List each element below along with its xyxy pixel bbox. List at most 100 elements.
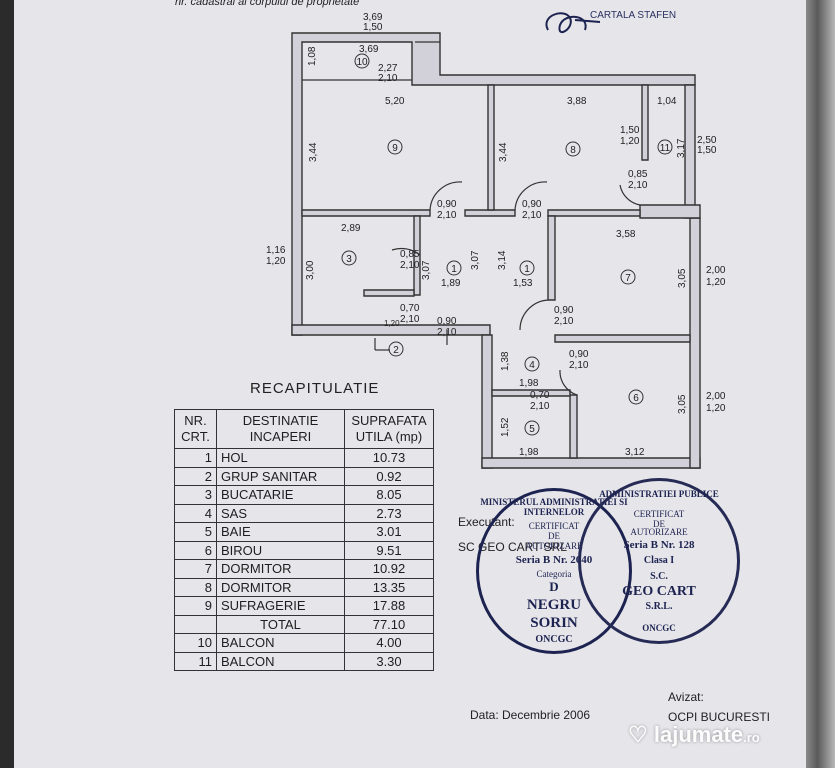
total-area: 77.10 bbox=[344, 614, 434, 634]
total-label: TOTAL bbox=[216, 614, 345, 634]
row-area: 10.92 bbox=[344, 559, 434, 579]
dim-label: 3,44 bbox=[308, 142, 319, 162]
dim-label: 3,07 bbox=[470, 250, 481, 270]
dim-label: 2,89 bbox=[341, 223, 361, 234]
row-area: 4.00 bbox=[344, 633, 434, 653]
recap-title: RECAPITULATIE bbox=[250, 380, 380, 397]
dim-label: 2,10 bbox=[437, 327, 457, 338]
dim-label: 1,20 bbox=[706, 403, 726, 414]
row-area: 17.88 bbox=[344, 596, 434, 616]
stamp-serial: Seria B Nr. 2640 bbox=[515, 554, 593, 566]
dim-label: 3,12 bbox=[625, 447, 645, 458]
document-date: Data: Decembrie 2006 bbox=[470, 708, 591, 722]
row-name: HOL bbox=[216, 448, 345, 468]
stamp-text: CERTIFICAT bbox=[528, 521, 580, 531]
header-text: nr. cadastral al corpului de proprietate bbox=[175, 0, 360, 8]
stamp-text: DE bbox=[653, 519, 665, 529]
room-label-9: 9 bbox=[392, 143, 398, 154]
dim-label: 0,85 bbox=[628, 169, 648, 180]
row-nr: 9 bbox=[174, 596, 217, 616]
row-name: BALCON bbox=[216, 633, 345, 653]
ocpi-label: OCPI BUCURESTI bbox=[668, 710, 771, 724]
stamp-text: ONCGC bbox=[642, 623, 676, 633]
dim-label: 0,70 bbox=[400, 303, 420, 314]
dim-label: 0,90 bbox=[554, 305, 574, 316]
dim-label: 5,20 bbox=[385, 96, 405, 107]
dim-label: 2,00 bbox=[706, 391, 726, 402]
dim-label: 2,10 bbox=[628, 180, 648, 191]
room-label-11: 11 bbox=[660, 143, 671, 154]
row-name: SAS bbox=[216, 503, 345, 523]
stamp-text: DE bbox=[548, 531, 560, 541]
row-area: 13.35 bbox=[344, 577, 434, 597]
total-nr-cell bbox=[174, 614, 217, 634]
row-nr: 3 bbox=[174, 485, 217, 505]
dim-label: 2,10 bbox=[554, 316, 574, 327]
dim-label: 2,10 bbox=[437, 210, 457, 221]
dim-label: 3,00 bbox=[305, 260, 316, 280]
dim-label: 1,98 bbox=[519, 447, 539, 458]
watermark-brand: lajumate bbox=[653, 722, 744, 747]
dim-label: 3,07 bbox=[421, 260, 432, 280]
stamp-company: GEO CART bbox=[622, 584, 696, 599]
stamp-text: Categoria bbox=[536, 569, 572, 579]
room-label-4: 4 bbox=[529, 360, 535, 371]
avizat-label: Avizat: bbox=[668, 690, 704, 704]
stamp-ring-text: MINISTERUL ADMINISTRATIEI SI INTERNELOR bbox=[480, 497, 628, 517]
row-nr: 8 bbox=[174, 577, 217, 597]
dim-label: 2,10 bbox=[569, 360, 589, 371]
dim-label: 1,08 bbox=[307, 46, 318, 66]
row-nr: 2 bbox=[174, 466, 217, 486]
room-label-2: 2 bbox=[393, 345, 399, 356]
row-name: GRUP SANITAR bbox=[216, 466, 345, 486]
row-area: 2.73 bbox=[344, 503, 434, 523]
dim-label: 3,17 bbox=[676, 138, 687, 158]
row-nr: 6 bbox=[174, 540, 217, 560]
watermark-tld: .ro bbox=[743, 730, 760, 745]
stamp-text: S.R.L. bbox=[645, 601, 673, 612]
dim-label: 1,53 bbox=[513, 278, 533, 289]
dim-label: 2,10 bbox=[522, 210, 542, 221]
dim-label: 0,90 bbox=[569, 349, 589, 360]
dim-label: 3,05 bbox=[677, 268, 688, 288]
dim-label: 1,38 bbox=[500, 351, 511, 371]
room-label-5: 5 bbox=[529, 424, 535, 435]
stamp-text: CERTIFICAT bbox=[633, 509, 685, 519]
row-area: 0.92 bbox=[344, 466, 434, 486]
dim-label: 3,58 bbox=[616, 229, 636, 240]
dim-label: 2,10 bbox=[378, 73, 398, 84]
stamp-text: S.C. bbox=[650, 571, 668, 582]
dim-label: 3,05 bbox=[677, 394, 688, 414]
row-nr: 4 bbox=[174, 503, 217, 523]
dim-label: 3,14 bbox=[497, 250, 508, 270]
dim-label: 2,10 bbox=[400, 260, 420, 271]
dim-label: 1,20 bbox=[706, 277, 726, 288]
row-nr: 1 bbox=[174, 448, 217, 468]
row-name: BIROU bbox=[216, 540, 345, 560]
row-nr: 5 bbox=[174, 522, 217, 542]
dim-label: 1,50 bbox=[363, 22, 383, 33]
background-edge bbox=[806, 0, 835, 768]
stamp-right: ADMINISTRATIEI PUBLICE CERTIFICAT DE AUT… bbox=[578, 478, 740, 644]
dim-label: 0,70 bbox=[530, 390, 550, 401]
room-label-8: 8 bbox=[570, 145, 576, 156]
dim-label: 3,44 bbox=[498, 142, 509, 162]
header-corner-text: CARTALA STAFEN bbox=[590, 10, 677, 21]
dim-label: 1,20 bbox=[620, 136, 640, 147]
row-name: BAIE bbox=[216, 522, 345, 542]
dim-label: 1,04 bbox=[657, 96, 677, 107]
dim-label: 2,27 bbox=[378, 63, 398, 74]
dim-label: 0,90 bbox=[437, 199, 457, 210]
room-label-3: 3 bbox=[346, 254, 352, 265]
dim-label: 0,85 bbox=[400, 249, 420, 260]
stamp-text: Clasa I bbox=[643, 555, 675, 566]
